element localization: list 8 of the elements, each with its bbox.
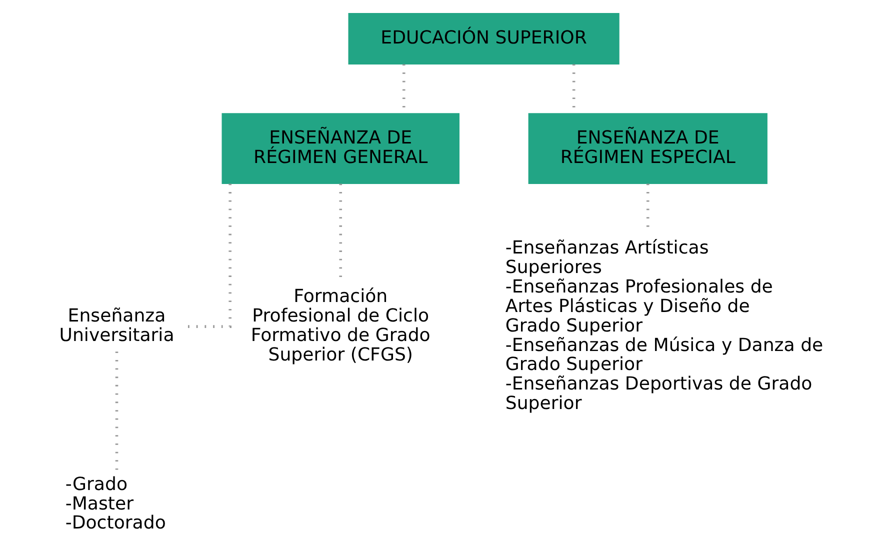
node-box: ENSEÑANZA DE RÉGIMEN ESPECIAL <box>528 113 768 184</box>
connector <box>187 184 232 328</box>
node-text: -Enseñanzas Artísticas Superiores -Enseñanzas Profesionales de Artes Plásticas y Diseño de Grado Superior -Enseñanzas de Música y Danza de Grado Superior -Enseñanzas Deportivas de Grado Superior <box>505 237 824 414</box>
node-text: -Grado -Master -Doctorado <box>65 474 166 534</box>
node-text: Enseñanza Universitaria <box>59 306 174 346</box>
node-text: Formación Profesional de Ciclo Formativo de Grado Superior (CFGS) <box>250 286 430 366</box>
node-box: ENSEÑANZA DE RÉGIMEN GENERAL <box>222 113 460 184</box>
node-box: EDUCACIÓN SUPERIOR <box>348 13 620 64</box>
